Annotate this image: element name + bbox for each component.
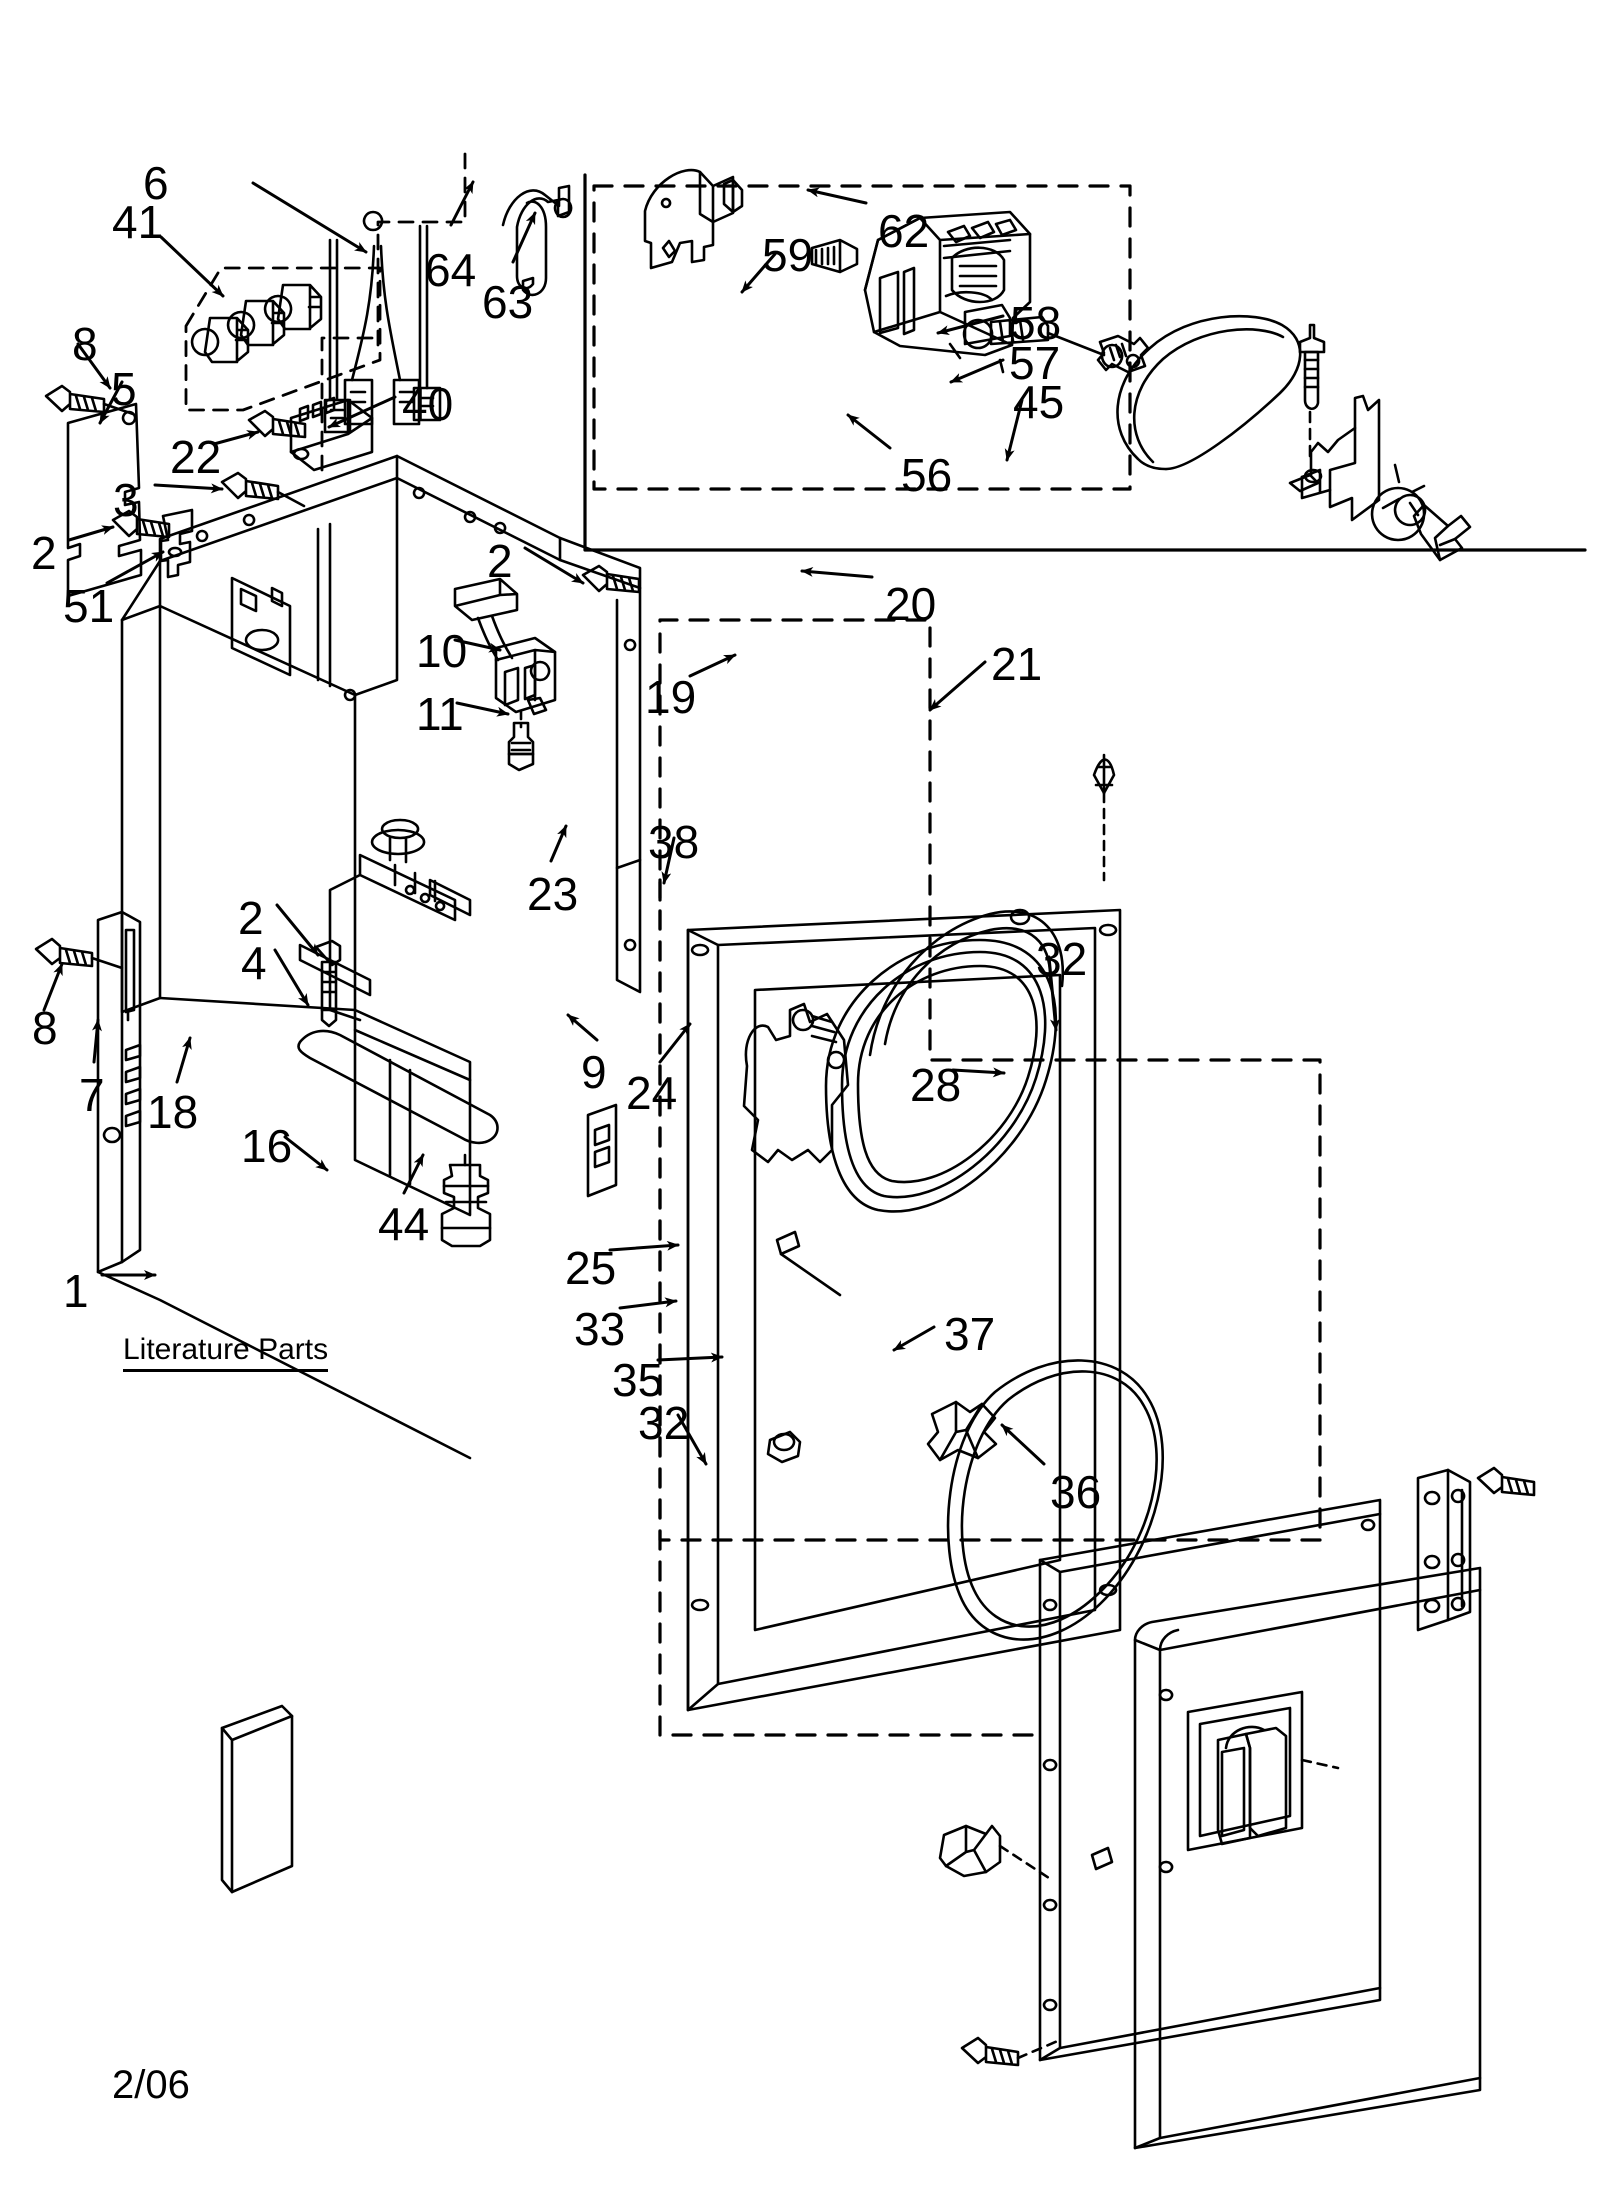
callout-number: 51: [63, 580, 115, 632]
part-2-screw-upper-right: [581, 564, 641, 594]
callout-number: 1: [63, 1265, 89, 1317]
part-44-plate: [586, 1103, 618, 1198]
part-28-hinge: [1416, 1468, 1472, 1632]
part-4-support-rod: [297, 1029, 499, 1145]
callout-number: 22: [170, 431, 222, 483]
callout-number: 35: [612, 1354, 664, 1406]
part-10-door-switch: [453, 577, 557, 729]
callout-number: 16: [241, 1120, 293, 1172]
callout-number: 3: [113, 474, 139, 526]
part-32-screw-upper: [1476, 1466, 1536, 1497]
callout-number: 58: [1010, 297, 1062, 349]
part-8-screw-upper: [44, 384, 135, 416]
callout-number: 20: [885, 578, 937, 630]
part-57-idler-bracket: [1288, 394, 1381, 522]
callout-number: 2: [238, 892, 264, 944]
cabinet-control-bracket: [230, 576, 292, 677]
callout-number: 18: [147, 1086, 199, 1138]
part-11-screw: [507, 721, 535, 772]
callout-number: 23: [527, 868, 579, 920]
callout-number: 28: [910, 1059, 962, 1111]
group-6-wire-harness: [320, 148, 467, 472]
part-3-screw: [220, 471, 306, 508]
callout-number: 7: [79, 1069, 105, 1121]
callout-number: 56: [901, 449, 953, 501]
callout-number: 4: [241, 937, 267, 989]
callout-number: 5: [111, 363, 137, 415]
part-58-screw: [1298, 323, 1326, 460]
callout-number: 21: [991, 638, 1043, 690]
callout-number: 24: [626, 1067, 678, 1119]
part-2-screw-mid: [314, 939, 342, 1028]
callout-number: 25: [565, 1242, 617, 1294]
part-63-wire-clamp: [501, 184, 573, 297]
callout-number: 45: [1013, 376, 1065, 428]
callout-number: 41: [112, 196, 164, 248]
callout-number: 37: [944, 1308, 996, 1360]
callout-number: 62: [878, 205, 930, 257]
part-35-inner-door-panel: [1038, 1498, 1382, 2062]
callout-number: 8: [72, 318, 98, 370]
part-20-retainer-clip: [1092, 753, 1116, 882]
part-32-screw-lower: [960, 2036, 1062, 2067]
callout-number: 2: [31, 527, 57, 579]
part-40-terminal-block: [289, 396, 374, 472]
callout-number: 40: [402, 378, 454, 430]
part-51-clip: [159, 508, 194, 579]
callout-number: 8: [32, 1002, 58, 1054]
literature-parts-label: Literature Parts: [123, 1334, 329, 1372]
part-33-door-catch: [938, 1824, 1054, 1882]
callout-number: 19: [645, 671, 697, 723]
callout-number: 64: [425, 244, 477, 296]
callout-number: 2: [487, 535, 513, 587]
callout-number: 44: [378, 1198, 430, 1250]
part-7-leg-bracket: [96, 910, 472, 1460]
part-25-door-gasket: [946, 1359, 1165, 1641]
part-22-screw: [247, 409, 307, 439]
part-45-idler-pulley: [1370, 463, 1472, 562]
callout-number: 32: [1036, 933, 1088, 985]
rotary-switch: [190, 316, 250, 364]
callout-number: 33: [574, 1303, 626, 1355]
callout-number: 10: [416, 625, 468, 677]
leader-lines: [42, 180, 1060, 1466]
part-36-outer-door: [1133, 1566, 1482, 2150]
rotary-switch: [226, 299, 286, 347]
rotary-switch: [263, 283, 323, 331]
date-stamp: 2/06: [112, 2063, 190, 2107]
part-16-leveling-leg: [440, 1153, 492, 1248]
callout-number: 59: [762, 229, 814, 281]
part-59-nut: [1096, 334, 1150, 374]
group-19-bulkhead: [658, 878, 1047, 1737]
group-41-console-switches: [184, 266, 382, 412]
part-motor: [810, 210, 1106, 374]
callout-number: 11: [416, 688, 464, 740]
part-56-drive-belt: [1116, 314, 1302, 471]
callout-number: 63: [482, 276, 534, 328]
part-21-front-panel: [686, 908, 1122, 1712]
callout-number: 38: [648, 816, 700, 868]
callout-number: 6: [143, 157, 169, 209]
console-divider: [583, 173, 1587, 552]
part-37-door-handle: [1216, 1725, 1288, 1846]
part-1-literature: [220, 1704, 294, 1894]
part-8-screw-lower: [34, 937, 124, 970]
callout-number: 57: [1009, 337, 1061, 389]
callout-number: 9: [581, 1046, 607, 1098]
callout-number: 36: [1050, 1466, 1102, 1518]
group-21-front-panel: [658, 618, 1322, 1542]
callout-number: 32: [638, 1397, 690, 1449]
group-62-motor-assembly: [592, 184, 1132, 491]
